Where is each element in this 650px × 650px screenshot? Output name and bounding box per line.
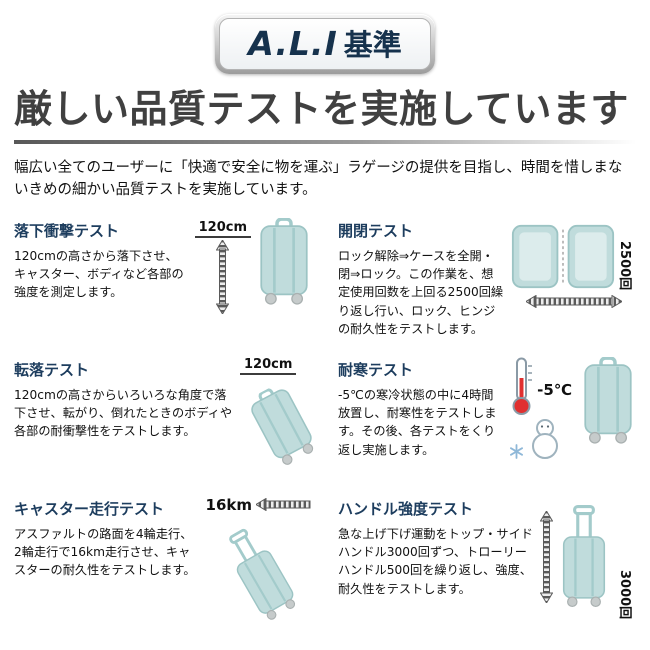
badge-row: A.L.I 基準	[14, 14, 636, 74]
tilted-suitcase-icon	[242, 379, 325, 475]
drop-test-illustration: 120cm	[194, 218, 312, 342]
test-item-handle: ハンドル強度テスト 急な上げ下げ運動をトップ・サイドハンドル3000回ずつ、トロ…	[338, 496, 636, 620]
snowflake-icon	[510, 443, 524, 459]
caster-test-illustration: 16km	[206, 496, 312, 620]
tumble-test-text: 転落テスト 120cmの高さからいろいろな角度で落下させ、転がり、倒れたときのボ…	[14, 357, 234, 481]
caster-test-description: アスファルトの路面を4輪走行、2輪走行で16km走行させ、キャスターの耐久性をテ…	[14, 526, 196, 578]
snowman-icon	[532, 418, 559, 459]
badge-suffix-text: 基準	[343, 28, 402, 62]
caster-test-title: キャスター走行テスト	[14, 499, 165, 518]
caster-test-text: キャスター走行テスト アスファルトの路面を4輪走行、2輪走行で16km走行させ、…	[14, 496, 200, 620]
cold-test-title: 耐寒テスト	[338, 360, 414, 379]
tumble-height-label: 120cm	[240, 357, 297, 375]
open-suitcase-icon	[511, 222, 615, 291]
left-arrow-icon	[256, 498, 311, 512]
horizontal-double-arrow-icon	[525, 294, 622, 308]
test-item-drop: 落下衝撃テスト 120cmの高さから落下させ、キャスター、ボディなど各部の強度を…	[14, 218, 312, 342]
open-close-illustration: 2500回	[511, 222, 636, 342]
cold-test-description: -5℃の寒冷状態の中に4時間放置し、耐寒性をテストします。その後、各テストをくり…	[338, 387, 497, 457]
drop-test-description: 120cmの高さから落下させ、キャスター、ボディなど各部の強度を測定します。	[14, 248, 184, 300]
page-title: 厳しい品質テストを実施しています	[14, 87, 629, 131]
drop-test-text: 落下衝撃テスト 120cmの高さから落下させ、キャスター、ボディなど各部の強度を…	[14, 218, 189, 342]
tumble-illustration: 120cm	[240, 357, 312, 481]
open-close-test-text: 開閉テスト ロック解除⇒ケースを全開・閉⇒ロック。この作業を、想定使用回数を上回…	[338, 218, 505, 342]
suitcase-icon	[580, 357, 636, 445]
temperature-label: -5℃	[537, 380, 572, 399]
intro-text: 幅広い全てのユーザーに「快適で安全に物を運ぶ」ラゲージの提供を目指し、時間を惜し…	[14, 159, 623, 199]
test-item-open-close: 開閉テスト ロック解除⇒ケースを全開・閉⇒ロック。この作業を、想定使用回数を上回…	[338, 218, 636, 342]
open-close-test-title: 開閉テスト	[338, 221, 414, 240]
vertical-double-arrow-icon	[540, 510, 553, 603]
handle-test-illustration: 3000回	[540, 494, 636, 620]
vertical-dimension-arrow-icon	[216, 239, 230, 314]
handle-count-label: 3000回	[617, 570, 632, 620]
tumble-test-description: 120cmの高さからいろいろな角度で落下させ、転がり、倒れたときのボディや各部の…	[14, 387, 233, 439]
drop-height-label: 120cm	[194, 220, 251, 238]
rolling-suitcase-icon	[216, 505, 332, 629]
cold-test-text: 耐寒テスト -5℃の寒冷状態の中に4時間放置し、耐寒性をテストします。その後、各…	[338, 357, 503, 481]
test-item-tumble: 転落テスト 120cmの高さからいろいろな角度で落下させ、転がり、倒れたときのボ…	[14, 357, 312, 481]
ali-standard-badge: A.L.I 基準	[215, 14, 435, 74]
handle-test-title: ハンドル強度テスト	[338, 499, 474, 518]
handle-test-description: 急な上げ下げ運動をトップ・サイドハンドル3000回ずつ、トローリーハンドル500…	[338, 526, 533, 596]
open-close-test-description: ロック解除⇒ケースを全開・閉⇒ロック。この作業を、想定使用回数を上回る2500回…	[338, 248, 504, 336]
drop-test-title: 落下衝撃テスト	[14, 221, 120, 240]
open-close-count-label: 2500回	[617, 241, 632, 291]
tumble-test-title: 転落テスト	[14, 360, 90, 379]
test-grid: 落下衝撃テスト 120cmの高さから落下させ、キャスター、ボディなど各部の強度を…	[14, 218, 636, 620]
handle-test-text: ハンドル強度テスト 急な上げ下げ運動をトップ・サイドハンドル3000回ずつ、トロ…	[338, 496, 534, 620]
test-item-cold: 耐寒テスト -5℃の寒冷状態の中に4時間放置し、耐寒性をテストします。その後、各…	[338, 357, 636, 481]
suitcase-icon	[256, 218, 312, 306]
test-item-caster: キャスター走行テスト アスファルトの路面を4輪走行、2輪走行で16km走行させ、…	[14, 496, 312, 620]
heading-divider	[14, 139, 636, 144]
distance-label: 16km	[205, 495, 252, 514]
thermometer-icon	[512, 357, 533, 415]
suitcase-with-handle-icon	[559, 505, 609, 608]
cold-test-illustration: -5℃	[509, 357, 636, 481]
brand-logo-text: A.L.I	[248, 23, 338, 63]
